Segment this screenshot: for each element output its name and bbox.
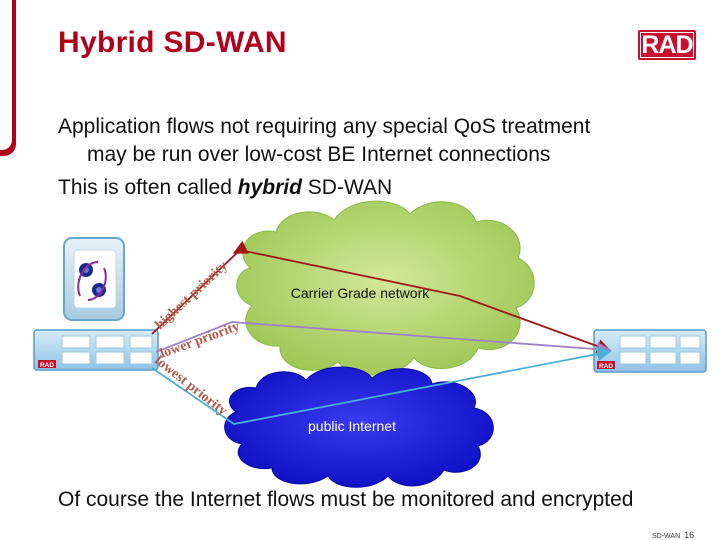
body-line-3: This is often called hybrid SD-WAN xyxy=(58,176,392,200)
body-line-1: Application flows not requiring any spec… xyxy=(58,115,591,138)
internet-cloud xyxy=(224,366,494,488)
left-accent-mask xyxy=(0,0,12,150)
page-number: 16 xyxy=(684,530,695,540)
slide-title: Hybrid SD-WAN xyxy=(58,26,287,59)
bottom-note: Of course the Internet flows must be mon… xyxy=(58,488,634,511)
highest-priority-label: highest priority xyxy=(152,259,230,333)
footer-label: SD-WAN xyxy=(652,533,681,540)
server-icon xyxy=(63,237,125,321)
body-line-3-suffix: SD-WAN xyxy=(301,176,393,199)
left-cpe-device: RAD xyxy=(33,329,159,371)
carrier-cloud xyxy=(236,200,535,376)
highest-priority-flow xyxy=(151,249,612,354)
left-device-badge: RAD xyxy=(40,362,54,369)
lowest-priority-label: lowest priority xyxy=(152,353,230,419)
right-cpe-device: RAD xyxy=(593,329,707,373)
lower-priority-label: lower priority xyxy=(158,319,241,362)
highest-priority-entry xyxy=(232,240,249,254)
body-line-3-prefix: This is often called xyxy=(58,176,238,199)
carrier-label: Carrier Grade network xyxy=(291,285,430,301)
lowest-priority-flow xyxy=(151,346,612,425)
rad-logo: RAD xyxy=(638,30,696,60)
body-line-2: may be run over low-cost BE Internet con… xyxy=(87,143,551,166)
right-device-badge: RAD xyxy=(599,363,613,370)
lower-priority-flow xyxy=(155,321,612,357)
body-emphasis: hybrid xyxy=(237,176,302,199)
internet-label: public Internet xyxy=(308,418,396,434)
